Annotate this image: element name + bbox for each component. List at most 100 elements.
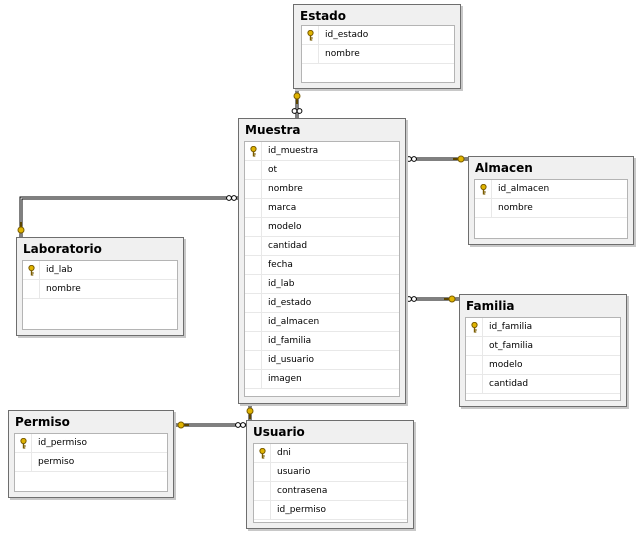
column-name: id_permiso: [38, 438, 87, 448]
column-row[interactable]: id_estado: [245, 294, 399, 313]
relationship-muestra-laboratorio[interactable]: [19, 196, 238, 237]
column-name: id_usuario: [268, 355, 315, 365]
table-columns: dni usuario contrasena id_permiso: [253, 443, 408, 523]
column-name: fecha: [268, 260, 293, 270]
column-row[interactable]: id_almacen: [475, 180, 627, 199]
column-row[interactable]: id_lab: [23, 261, 177, 280]
column-row[interactable]: cantidad: [245, 237, 399, 256]
column-row[interactable]: cantidad: [466, 375, 620, 394]
table-title: Almacen: [475, 161, 533, 175]
key-end-icon: [444, 295, 456, 303]
column-row[interactable]: id_lab: [245, 275, 399, 294]
column-row[interactable]: dni: [254, 444, 407, 463]
column-row[interactable]: nombre: [475, 199, 627, 218]
row-selector: [245, 313, 262, 331]
infinity-end-icon: [291, 108, 303, 114]
column-row[interactable]: id_familia: [245, 332, 399, 351]
relationship-muestra-almacen[interactable]: [406, 157, 468, 161]
row-selector: [15, 434, 32, 452]
row-selector: [466, 356, 483, 374]
column-name: modelo: [489, 360, 523, 370]
row-selector: [245, 370, 262, 388]
column-row[interactable]: nombre: [302, 45, 454, 64]
column-name: ot_familia: [489, 341, 534, 351]
column-name: id_permiso: [277, 505, 326, 515]
column-row[interactable]: usuario: [254, 463, 407, 482]
row-selector: [15, 453, 32, 471]
row-selector: [302, 45, 319, 63]
column-name: permiso: [38, 457, 75, 467]
column-row[interactable]: id_familia: [466, 318, 620, 337]
primary-key-icon: [259, 448, 266, 459]
column-name: usuario: [277, 467, 311, 477]
table-title: Muestra: [245, 123, 301, 137]
row-selector: [23, 261, 40, 279]
column-row[interactable]: fecha: [245, 256, 399, 275]
relationship-muestra-familia[interactable]: [406, 297, 459, 301]
column-row[interactable]: modelo: [466, 356, 620, 375]
key-end-icon: [453, 155, 465, 163]
column-name: marca: [268, 203, 297, 213]
column-row[interactable]: id_estado: [302, 26, 454, 45]
row-selector: [245, 218, 262, 236]
row-selector: [466, 337, 483, 355]
row-selector: [254, 444, 271, 462]
row-selector: [475, 199, 492, 217]
relationship-usuario-permiso[interactable]: [173, 423, 246, 427]
column-row[interactable]: id_muestra: [245, 142, 399, 161]
infinity-end-icon: [406, 156, 417, 162]
column-row[interactable]: id_usuario: [245, 351, 399, 370]
relationship-muestra-estado[interactable]: [295, 88, 299, 118]
column-name: dni: [277, 448, 291, 458]
row-selector: [245, 294, 262, 312]
column-row[interactable]: nombre: [245, 180, 399, 199]
row-selector: [245, 180, 262, 198]
column-row[interactable]: id_almacen: [245, 313, 399, 332]
column-name: id_familia: [489, 322, 533, 332]
row-selector: [245, 275, 262, 293]
primary-key-icon: [307, 30, 314, 41]
row-selector: [254, 463, 271, 481]
primary-key-icon: [471, 322, 478, 333]
row-selector: [245, 199, 262, 217]
column-row[interactable]: permiso: [15, 453, 167, 472]
row-selector: [302, 26, 319, 44]
relationship-usuario-muestra[interactable]: [248, 404, 252, 420]
row-selector: [466, 318, 483, 336]
column-name: id_estado: [325, 30, 369, 40]
table-title: Usuario: [253, 425, 305, 439]
column-name: id_estado: [268, 298, 312, 308]
column-row[interactable]: marca: [245, 199, 399, 218]
column-row[interactable]: nombre: [23, 280, 177, 299]
row-selector: [245, 332, 262, 350]
column-name: nombre: [325, 49, 360, 59]
key-end-icon: [293, 92, 301, 104]
primary-key-icon: [480, 184, 487, 195]
column-row[interactable]: modelo: [245, 218, 399, 237]
column-name: ot: [268, 165, 278, 175]
column-row[interactable]: imagen: [245, 370, 399, 389]
row-selector: [245, 351, 262, 369]
column-name: nombre: [268, 184, 303, 194]
infinity-end-icon: [406, 296, 417, 302]
column-row[interactable]: contrasena: [254, 482, 407, 501]
table-title: Permiso: [15, 415, 70, 429]
column-row[interactable]: ot_familia: [466, 337, 620, 356]
row-selector: [245, 161, 262, 179]
row-selector: [254, 501, 271, 519]
column-row[interactable]: id_permiso: [15, 434, 167, 453]
column-name: id_lab: [268, 279, 295, 289]
table-usuario[interactable]: Usuario dni usuario contrasena id_permiso: [246, 420, 414, 529]
column-name: nombre: [498, 203, 533, 213]
key-end-icon: [177, 421, 189, 429]
column-row[interactable]: id_permiso: [254, 501, 407, 520]
column-row[interactable]: ot: [245, 161, 399, 180]
